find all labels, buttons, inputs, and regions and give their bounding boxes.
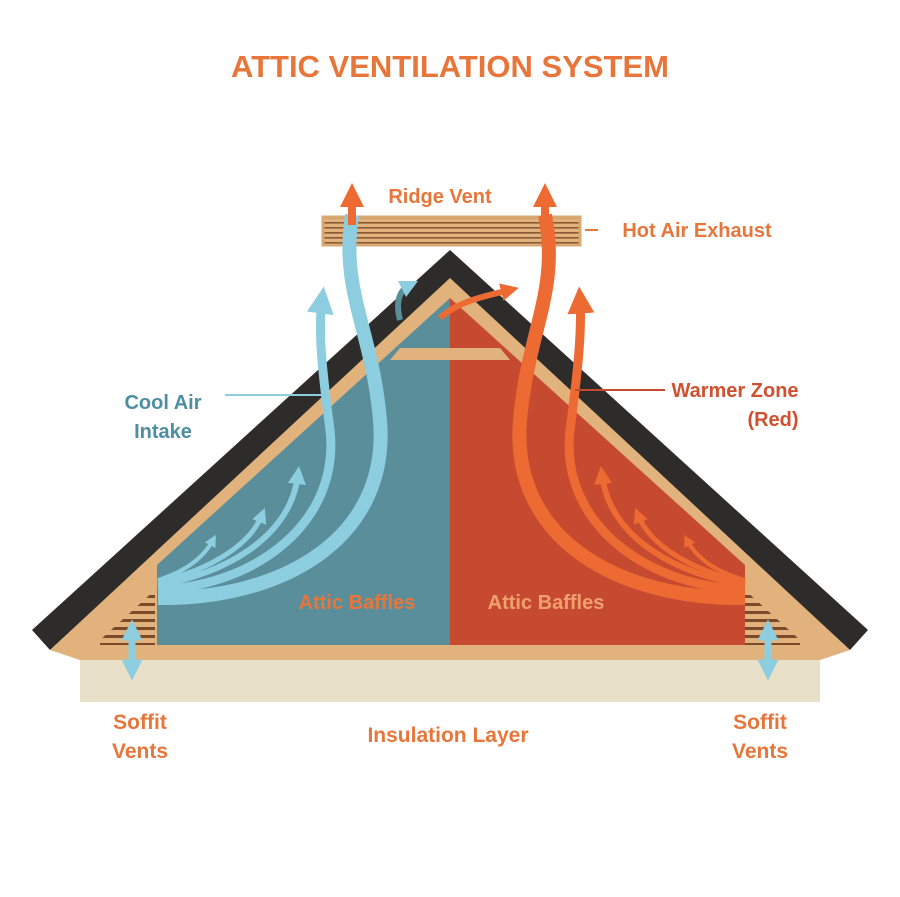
warm-airflow-arrows (437, 213, 746, 606)
attic-baffles-left-label: Attic Baffles (299, 592, 416, 614)
warmer-zone-label-2: (Red) (747, 409, 798, 431)
soffit-left-label-1: Soffit (113, 711, 167, 734)
collar-tie (390, 348, 510, 360)
cool-air-label-2: Intake (134, 421, 192, 443)
soffit-right-label-2: Vents (732, 740, 788, 763)
insulation-layer (80, 658, 820, 702)
ridge-vent-label: Ridge Vent (388, 186, 492, 208)
cool-air-label-1: Cool Air (124, 392, 201, 414)
soffit-left-label-2: Vents (112, 740, 168, 763)
cool-airflow-arrows (157, 213, 419, 606)
soffit-right-label-1: Soffit (733, 711, 787, 734)
ridge-vent (321, 215, 582, 247)
hot-air-exhaust-label: Hot Air Exhaust (622, 220, 772, 242)
diagram-title: ATTIC VENTILATION SYSTEM (231, 49, 669, 84)
insulation-label: Insulation Layer (367, 724, 528, 747)
attic-baffles-right-label: Attic Baffles (488, 592, 605, 614)
warmer-zone-label-1: Warmer Zone (671, 380, 798, 402)
